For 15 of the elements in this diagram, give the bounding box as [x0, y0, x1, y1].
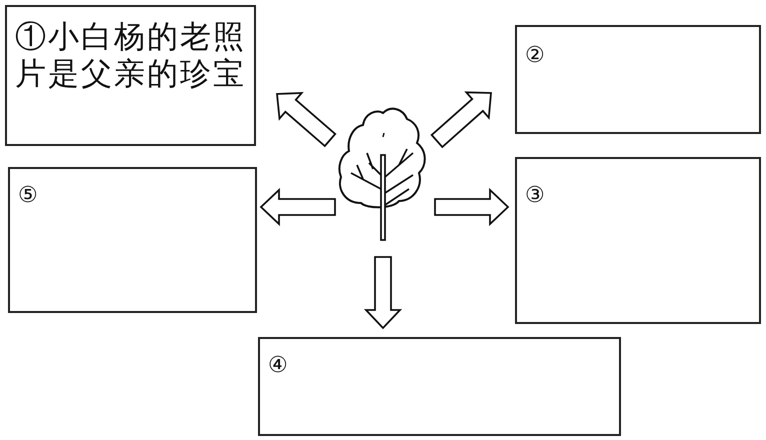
- block-arrow: [260, 188, 336, 226]
- box-text: ③: [525, 183, 545, 210]
- block-arrow: [276, 92, 336, 148]
- box-text: ①小白杨的老照片是父亲的珍宝: [15, 19, 247, 94]
- box-text: ⑤: [18, 183, 38, 210]
- answer-box: [5, 5, 256, 146]
- answer-box: [515, 25, 761, 134]
- block-arrow: [434, 188, 510, 226]
- box-text: ②: [525, 43, 545, 70]
- block-arrow: [430, 91, 492, 148]
- answer-box: [258, 337, 621, 436]
- answer-box: [8, 167, 257, 313]
- answer-box: [515, 157, 761, 324]
- block-arrow: [364, 256, 402, 330]
- box-text: ④: [268, 353, 288, 380]
